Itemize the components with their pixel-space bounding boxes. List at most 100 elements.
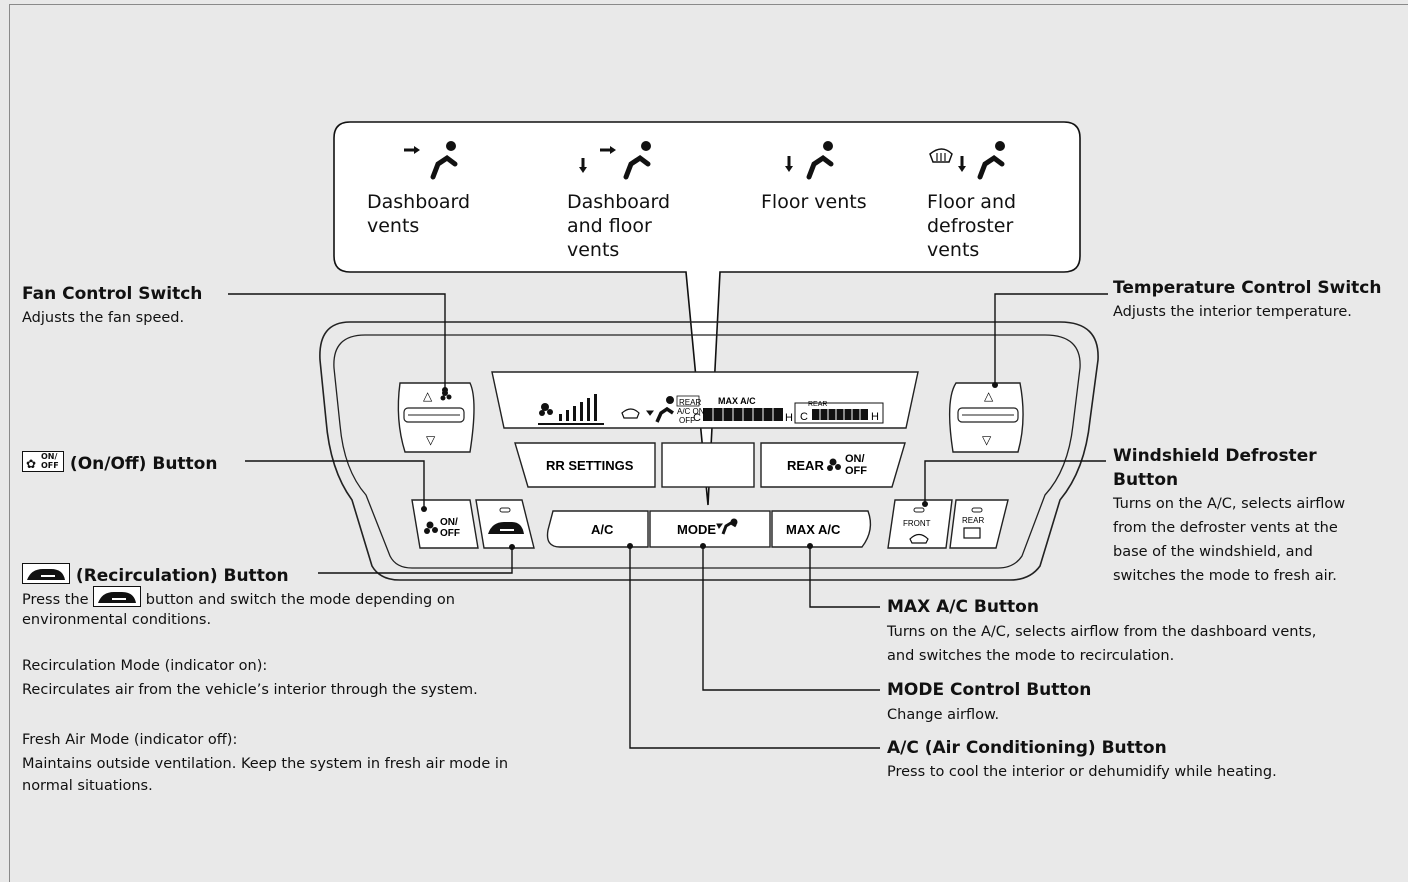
vent-label-floor-defroster: Floor and defroster vents [927,191,1017,261]
floor-defroster-vent-icon [929,141,1005,180]
ac-leader [629,546,880,749]
recirc-desc-pre: Press the [22,592,89,608]
ac-button-label: A/C [591,522,614,537]
onoff-inline-icon: ✿ ON/ OFF [22,451,64,472]
onoff-leader [245,460,425,509]
fan-control-desc: Adjusts the fan speed. [22,310,185,326]
max-ac-desc-1: Turns on the A/C, selects airflow from t… [887,624,1317,640]
front-defroster-indicator [913,507,925,513]
temp-control-leader [994,293,1108,385]
windshield-leader [924,460,1106,504]
max-ac-leader [809,546,880,608]
blank-middle-button[interactable] [661,442,755,488]
panel-outer-shell [319,321,1099,581]
recirculation-icon [488,522,524,534]
recirc-mode2-desc-1: Maintains outside ventilation. Keep the … [22,756,509,772]
temp-up-arrow: △ [984,389,994,403]
recirc-inline-icon [22,563,70,584]
fan-control-title: Fan Control Switch [22,284,203,304]
callout-dots [421,382,998,550]
recirc-desc-line2: environmental conditions. [22,612,212,628]
recirc-title: (Recirculation) Button [75,566,289,586]
recirc-callout: (Recirculation) Button [22,563,289,587]
fan-control-leader [228,293,446,390]
display-rear-temp-frame [794,402,884,424]
mode-button[interactable] [649,510,771,548]
max-ac-button-label: MAX A/C [786,522,841,537]
recirc-mode1-desc: Recirculates air from the vehicle’s inte… [22,682,478,698]
fan-up-arrow: △ [423,389,433,403]
windshield-title-1: Windshield Defroster [1113,446,1317,466]
temp-down-arrow: ▽ [982,433,992,447]
windshield-desc-1: Turns on the A/C, selects airflow [1113,496,1346,512]
mode-leader [702,546,880,691]
rear-defroster-icon [963,527,981,539]
display-fan-icon [539,403,553,416]
callout-lines [228,293,1108,749]
rear-fan-off-label: OFF [845,465,867,477]
rr-settings-button[interactable] [514,442,656,488]
vent-label-floor: Floor vents [761,191,867,213]
rear-defroster-label: REAR [962,516,984,525]
recirc-mode1-title: Recirculation Mode (indicator on): [22,658,268,674]
recirc-mode2-desc-2: normal situations. [22,778,153,794]
recirculation-indicator [499,507,511,513]
display-rear-box [676,395,700,407]
temp-control-title: Temperature Control Switch [1113,278,1382,298]
mode-title: MODE Control Button [887,680,1092,700]
recirc-desc-line1: Press the button and switch the mode dep… [22,586,455,610]
front-defroster-icon [909,533,929,544]
rear-fan-on-label: ON/ [845,453,865,465]
onoff-title: (On/Off) Button [69,454,218,474]
display-ac-on: A/C ON [677,407,705,416]
recirc-mode2-title: Fresh Air Mode (indicator off): [22,732,238,748]
dashboard-vent-icon [404,141,458,180]
recirc-inline-icon-2 [93,586,142,607]
onoff-fan-icon [424,521,438,534]
display-rear-temp-bar [812,409,868,420]
windshield-desc-3: base of the windshield, and [1113,544,1313,560]
max-ac-desc-2: and switches the mode to recirculation. [887,648,1175,664]
display-h: H [785,412,793,424]
onoff-inline-label: ON/ OFF [41,452,59,470]
display-fan-level-bars [538,394,604,425]
display-rear-tag: REAR [808,401,827,408]
display-rear-box-text: REAR [679,398,701,407]
max-ac-button[interactable] [771,510,872,548]
onoff-button-on: ON/ [440,517,458,528]
windshield-title-2: Button [1113,470,1179,490]
display-off: OFF [679,416,695,425]
windshield-desc-2: from the defroster vents at the [1113,520,1338,536]
display-defrost-icon [621,408,640,419]
display-max-ac: MAX A/C [718,396,756,406]
onoff-button[interactable] [411,499,479,549]
onoff-button-off: OFF [440,528,460,539]
mode-button-label: MODE [677,522,716,537]
temp-control-desc: Adjusts the interior temperature. [1113,304,1352,320]
display-window [491,371,919,429]
rear-fan-icon [827,458,841,471]
ac-desc: Press to cool the interior or dehumidify… [887,764,1277,780]
ac-button[interactable] [546,510,649,548]
rr-settings-label: RR SETTINGS [546,458,634,473]
ac-title: A/C (Air Conditioning) Button [887,738,1167,758]
vent-label-dashboard: Dashboard vents [367,191,471,237]
floor-vent-icon [785,141,834,180]
max-ac-title: MAX A/C Button [887,597,1039,617]
display-c: C [693,412,701,424]
mode-button-icon [716,518,738,535]
display-mode-icon [646,396,674,423]
fan-down-arrow: ▽ [426,433,436,447]
display-rear-c: C [800,411,808,423]
front-defroster-label: FRONT [903,519,931,528]
recirc-desc-post: button and switch the mode depending on [145,592,455,608]
windshield-defroster-button[interactable] [887,499,953,549]
rear-defroster-indicator [971,507,983,513]
page-frame [9,4,1408,882]
vent-label-dashboard-floor: Dashboard and floor vents [567,191,671,261]
panel-inner-shell [333,334,1081,569]
onoff-callout: ✿ ON/ OFF (On/Off) Button [22,451,217,475]
mode-desc: Change airflow. [887,707,1000,723]
windshield-desc-4: switches the mode to fresh air. [1113,568,1337,584]
